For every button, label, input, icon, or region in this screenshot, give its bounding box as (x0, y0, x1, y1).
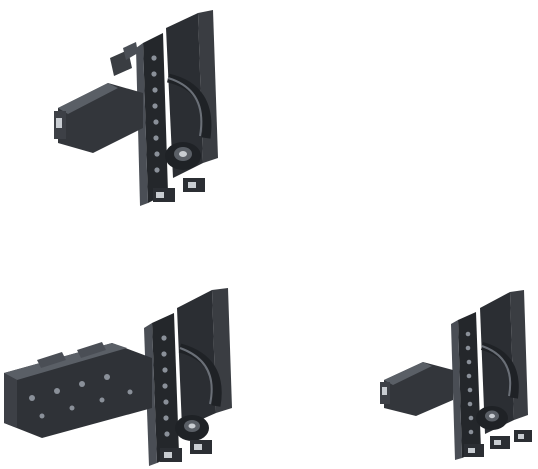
bracket-small-illustration (380, 290, 532, 460)
product-image-bracket-small (378, 290, 538, 462)
bracket-compact-illustration (54, 10, 218, 206)
product-image-bracket-compact (48, 8, 228, 208)
bracket-long-arm-illustration (4, 288, 232, 466)
product-image-bracket-long-arm (2, 288, 240, 468)
